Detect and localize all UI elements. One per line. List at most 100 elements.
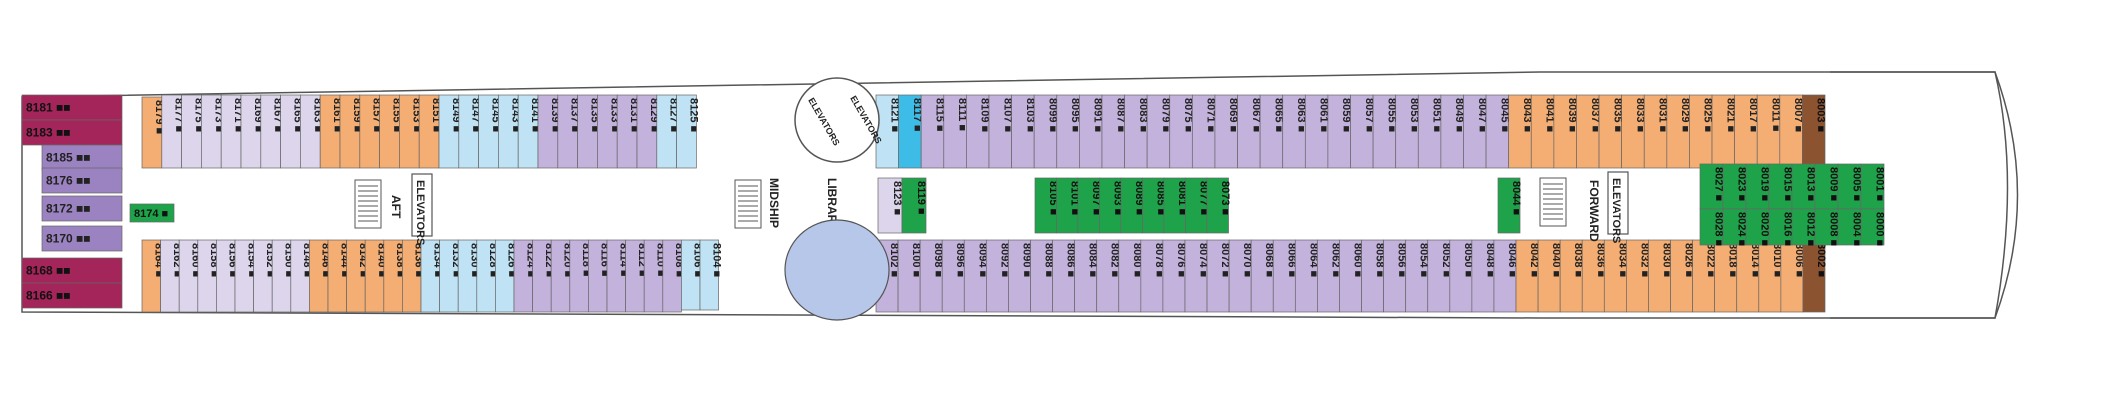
cabin-8115[interactable]: 8115 ■	[920, 94, 945, 169]
cabin-8163[interactable]: 8163 ■	[300, 94, 323, 169]
cabin-8028[interactable]: 8028 ■	[1699, 208, 1725, 246]
cabin-8002[interactable]: 8002 ■	[1802, 239, 1827, 313]
cabin-8092[interactable]: 8092 ■	[985, 239, 1010, 313]
cabin-8033[interactable]: 8033 ■	[1621, 94, 1646, 169]
cabin-8166[interactable]: 8166 ■■	[21, 282, 123, 309]
cabin-8003[interactable]: 8003 ■	[1802, 94, 1827, 169]
cabin-8050[interactable]: 8050 ■	[1449, 239, 1474, 313]
cabin-8017[interactable]: 8017 ■	[1734, 94, 1759, 169]
cabin-8040[interactable]: 8040 ■	[1537, 239, 1562, 313]
cabin-8089[interactable]: 8089 ■	[1120, 177, 1145, 234]
cabin-8068[interactable]: 8068 ■	[1250, 239, 1275, 313]
cabin-8039[interactable]: 8039 ■	[1553, 94, 1578, 169]
cabin-8093[interactable]: 8093 ■	[1099, 177, 1124, 234]
cabin-8069[interactable]: 8069 ■	[1214, 94, 1239, 169]
cabin-8054[interactable]: 8054 ■	[1405, 239, 1430, 313]
cabin-8082[interactable]: 8082 ■	[1096, 239, 1121, 313]
cabin-8038[interactable]: 8038 ■	[1559, 239, 1584, 313]
cabin-8061[interactable]: 8061 ■	[1304, 94, 1330, 169]
cabin-8034[interactable]: 8034 ■	[1603, 239, 1628, 313]
cabin-8005[interactable]: 8005 ■	[1837, 163, 1863, 210]
cabin-8018[interactable]: 8018 ■	[1714, 239, 1739, 313]
cabin-8001[interactable]: 8001 ■	[1860, 163, 1886, 210]
cabin-8086[interactable]: 8086 ■	[1052, 239, 1077, 313]
cabin-8044[interactable]: 8044 ■	[1497, 177, 1522, 234]
cabin-8016[interactable]: 8016 ■	[1768, 208, 1794, 246]
cabin-8042[interactable]: 8042 ■	[1515, 239, 1540, 313]
cabin-8077[interactable]: 8077 ■	[1185, 177, 1210, 234]
cabin-8084[interactable]: 8084 ■	[1074, 239, 1099, 313]
cabin-8046[interactable]: 8046 ■	[1493, 239, 1518, 313]
cabin-8049[interactable]: 8049 ■	[1440, 94, 1465, 169]
cabin-8000[interactable]: 8000 ■	[1860, 208, 1886, 246]
cabin-8094[interactable]: 8094 ■	[963, 239, 988, 313]
cabin-8047[interactable]: 8047 ■	[1463, 94, 1488, 169]
cabin-8072[interactable]: 8072 ■	[1206, 239, 1231, 313]
cabin-8023[interactable]: 8023 ■	[1722, 163, 1748, 210]
cabin-8035[interactable]: 8035 ■	[1598, 94, 1623, 169]
cabin-8010[interactable]: 8010 ■	[1758, 239, 1783, 313]
cabin-8104[interactable]: 8104 ■	[699, 239, 722, 311]
cabin-8096[interactable]: 8096 ■	[941, 239, 966, 313]
cabin-8123[interactable]: 8123 ■	[877, 177, 903, 234]
cabin-8085[interactable]: 8085 ■	[1142, 177, 1167, 234]
cabin-8087[interactable]: 8087 ■	[1101, 94, 1126, 169]
cabin-8021[interactable]: 8021 ■	[1711, 94, 1736, 169]
cabin-8014[interactable]: 8014 ■	[1736, 239, 1761, 313]
cabin-8168[interactable]: 8168 ■■	[21, 257, 123, 284]
cabin-8064[interactable]: 8064 ■	[1294, 239, 1319, 313]
cabin-8029[interactable]: 8029 ■	[1666, 94, 1691, 169]
cabin-8022[interactable]: 8022 ■	[1692, 239, 1717, 313]
cabin-8119[interactable]: 8119 ■	[901, 177, 927, 234]
cabin-8060[interactable]: 8060 ■	[1339, 239, 1364, 313]
cabin-8111[interactable]: 8111 ■	[943, 94, 968, 169]
cabin-8081[interactable]: 8081 ■	[1163, 177, 1188, 234]
cabin-8100[interactable]: 8100 ■	[897, 239, 922, 313]
cabin-8057[interactable]: 8057 ■	[1350, 94, 1375, 169]
cabin-8174[interactable]: 8174 ■	[129, 203, 175, 223]
cabin-8009[interactable]: 8009 ■	[1814, 163, 1840, 210]
cabin-8083[interactable]: 8083 ■	[1124, 94, 1149, 169]
cabin-8015[interactable]: 8015 ■	[1768, 163, 1794, 210]
cabin-8062[interactable]: 8062 ■	[1317, 239, 1341, 313]
cabin-8006[interactable]: 8006 ■	[1780, 239, 1805, 313]
cabin-8026[interactable]: 8026 ■	[1670, 239, 1695, 313]
cabin-8011[interactable]: 8011 ■	[1756, 94, 1782, 169]
cabin-8075[interactable]: 8075 ■	[1169, 94, 1194, 169]
cabin-8056[interactable]: 8056 ■	[1383, 239, 1408, 313]
cabin-8004[interactable]: 8004 ■	[1837, 208, 1863, 246]
cabin-8172[interactable]: 8172 ■■	[41, 195, 123, 222]
cabin-8013[interactable]: 8013 ■	[1791, 163, 1817, 210]
cabin-8048[interactable]: 8048 ■	[1471, 239, 1496, 313]
cabin-8183[interactable]: 8183 ■■	[21, 119, 123, 146]
cabin-8037[interactable]: 8037 ■	[1576, 94, 1601, 169]
cabin-8051[interactable]: 8051 ■	[1417, 94, 1443, 169]
cabin-8181[interactable]: 8181 ■■	[21, 94, 123, 121]
cabin-8109[interactable]: 8109 ■	[966, 94, 991, 169]
cabin-8030[interactable]: 8030 ■	[1648, 239, 1672, 313]
cabin-8020[interactable]: 8020 ■	[1745, 208, 1771, 246]
cabin-8079[interactable]: 8079 ■	[1146, 94, 1171, 169]
cabin-8052[interactable]: 8052 ■	[1427, 239, 1452, 313]
cabin-8065[interactable]: 8065 ■	[1259, 94, 1284, 169]
cabin-8098[interactable]: 8098 ■	[919, 239, 944, 313]
cabin-8095[interactable]: 8095 ■	[1056, 94, 1081, 169]
cabin-8059[interactable]: 8059 ■	[1327, 94, 1352, 169]
cabin-8103[interactable]: 8103 ■	[1011, 94, 1036, 169]
cabin-8107[interactable]: 8107 ■	[988, 94, 1013, 169]
cabin-8053[interactable]: 8053 ■	[1395, 94, 1420, 169]
cabin-8154[interactable]: 8154 ■	[234, 239, 257, 313]
cabin-8031[interactable]: 8031 ■	[1643, 94, 1669, 169]
cabin-8088[interactable]: 8088 ■	[1030, 239, 1055, 313]
cabin-8043[interactable]: 8043 ■	[1508, 94, 1533, 169]
cabin-8066[interactable]: 8066 ■	[1272, 239, 1297, 313]
cabin-8071[interactable]: 8071 ■	[1191, 94, 1217, 169]
cabin-8027[interactable]: 8027 ■	[1699, 163, 1725, 210]
cabin-8007[interactable]: 8007 ■	[1779, 94, 1804, 169]
cabin-8067[interactable]: 8067 ■	[1237, 94, 1262, 169]
cabin-8170[interactable]: 8170 ■■	[41, 225, 123, 252]
cabin-8063[interactable]: 8063 ■	[1282, 94, 1307, 169]
cabin-8045[interactable]: 8045 ■	[1485, 94, 1510, 169]
cabin-8012[interactable]: 8012 ■	[1791, 208, 1817, 246]
cabin-8117[interactable]: 8117 ■	[898, 94, 923, 169]
